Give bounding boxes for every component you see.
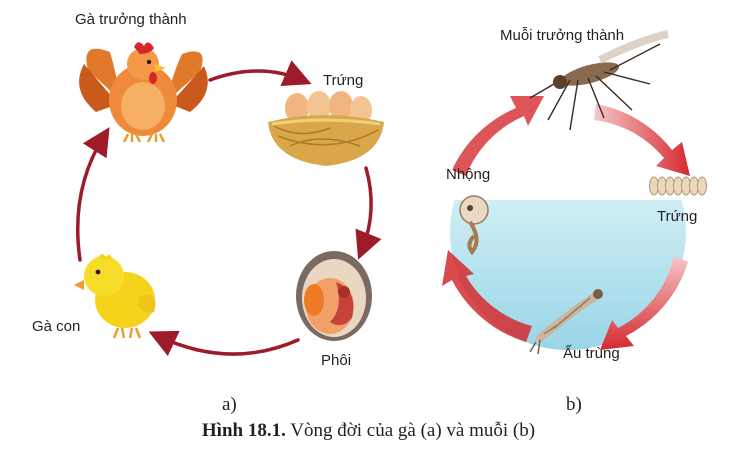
chick-illustration <box>74 254 156 339</box>
adult-mosquito-illustration <box>529 30 669 131</box>
eggs-nest-illustration <box>268 91 384 166</box>
arrow-embryo-to-chick <box>148 330 300 357</box>
sublabel-b: b) <box>566 394 582 415</box>
adult-chicken-illustration <box>79 42 208 143</box>
larva-illustration <box>529 289 603 355</box>
caption-number: Hình 18.1. <box>201 420 286 441</box>
figure-caption: Hình 18.1. Vòng đời của gà (a) và muỗi (… <box>0 420 737 442</box>
pupa-illustration <box>459 195 489 256</box>
mosquito-eggs-illustration <box>649 176 707 196</box>
label-adult-mosquito: Muỗi trưởng thành <box>500 27 625 44</box>
label-pupa: Nhộng <box>446 166 491 183</box>
sublabel-a: a) <box>222 394 237 415</box>
label-mosquito-egg: Trứng <box>657 208 698 225</box>
figure-graphics <box>74 30 707 357</box>
arrow-chick-to-adult <box>76 127 110 262</box>
embryo-illustration <box>296 251 372 341</box>
label-embryo: Phôi <box>321 352 352 369</box>
arrow-egg-to-embryo <box>355 166 382 260</box>
arrow-egg-to-larva-b <box>600 256 688 350</box>
label-chicken-egg: Trứng <box>323 72 364 89</box>
arrow-pupa-to-adult-b <box>452 96 544 176</box>
label-larva: Ấu trùng <box>563 345 620 362</box>
caption-text: Vòng đời của gà (a) và muỗi (b) <box>285 420 536 441</box>
arrow-larva-to-pupa-b <box>442 250 532 342</box>
arrow-adult-to-egg-b <box>594 104 690 176</box>
label-adult-chicken: Gà trưởng thành <box>75 11 187 28</box>
arrow-adult-to-egg <box>208 60 312 86</box>
chicken-cycle-arrows <box>76 60 382 357</box>
mosquito-cycle-arrows <box>442 96 690 350</box>
label-chick: Gà con <box>32 318 81 335</box>
